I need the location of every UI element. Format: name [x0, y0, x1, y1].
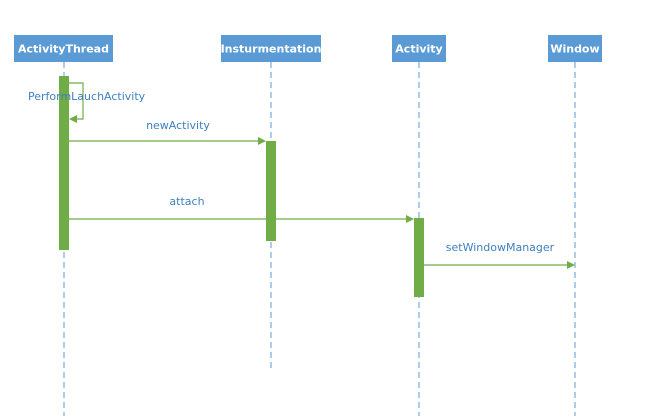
message-label-setwindowmanager: setWindowManager [446, 241, 555, 254]
activation-bar-insturmentation [266, 141, 276, 241]
participant-activitythread: ActivityThread [14, 35, 113, 62]
participant-window: Window [548, 35, 602, 62]
message-arrow-performlauchactivity [69, 82, 84, 123]
message-label-newactivity: newActivity [146, 119, 210, 132]
activation-bar-activity [414, 218, 424, 297]
activation-bar-activitythread [59, 76, 69, 250]
participant-activitythread-label: ActivityThread [18, 43, 109, 56]
participant-activity-label: Activity [395, 43, 442, 56]
participant-insturmentation-label: Insturmentation [221, 43, 322, 56]
message-label-attach: attach [169, 195, 204, 208]
participant-activity: Activity [392, 35, 446, 62]
participant-window-label: Window [550, 43, 599, 56]
message-label-performlauchactivity: PerformLauchActivity [28, 90, 146, 103]
participant-insturmentation: Insturmentation [221, 35, 322, 62]
